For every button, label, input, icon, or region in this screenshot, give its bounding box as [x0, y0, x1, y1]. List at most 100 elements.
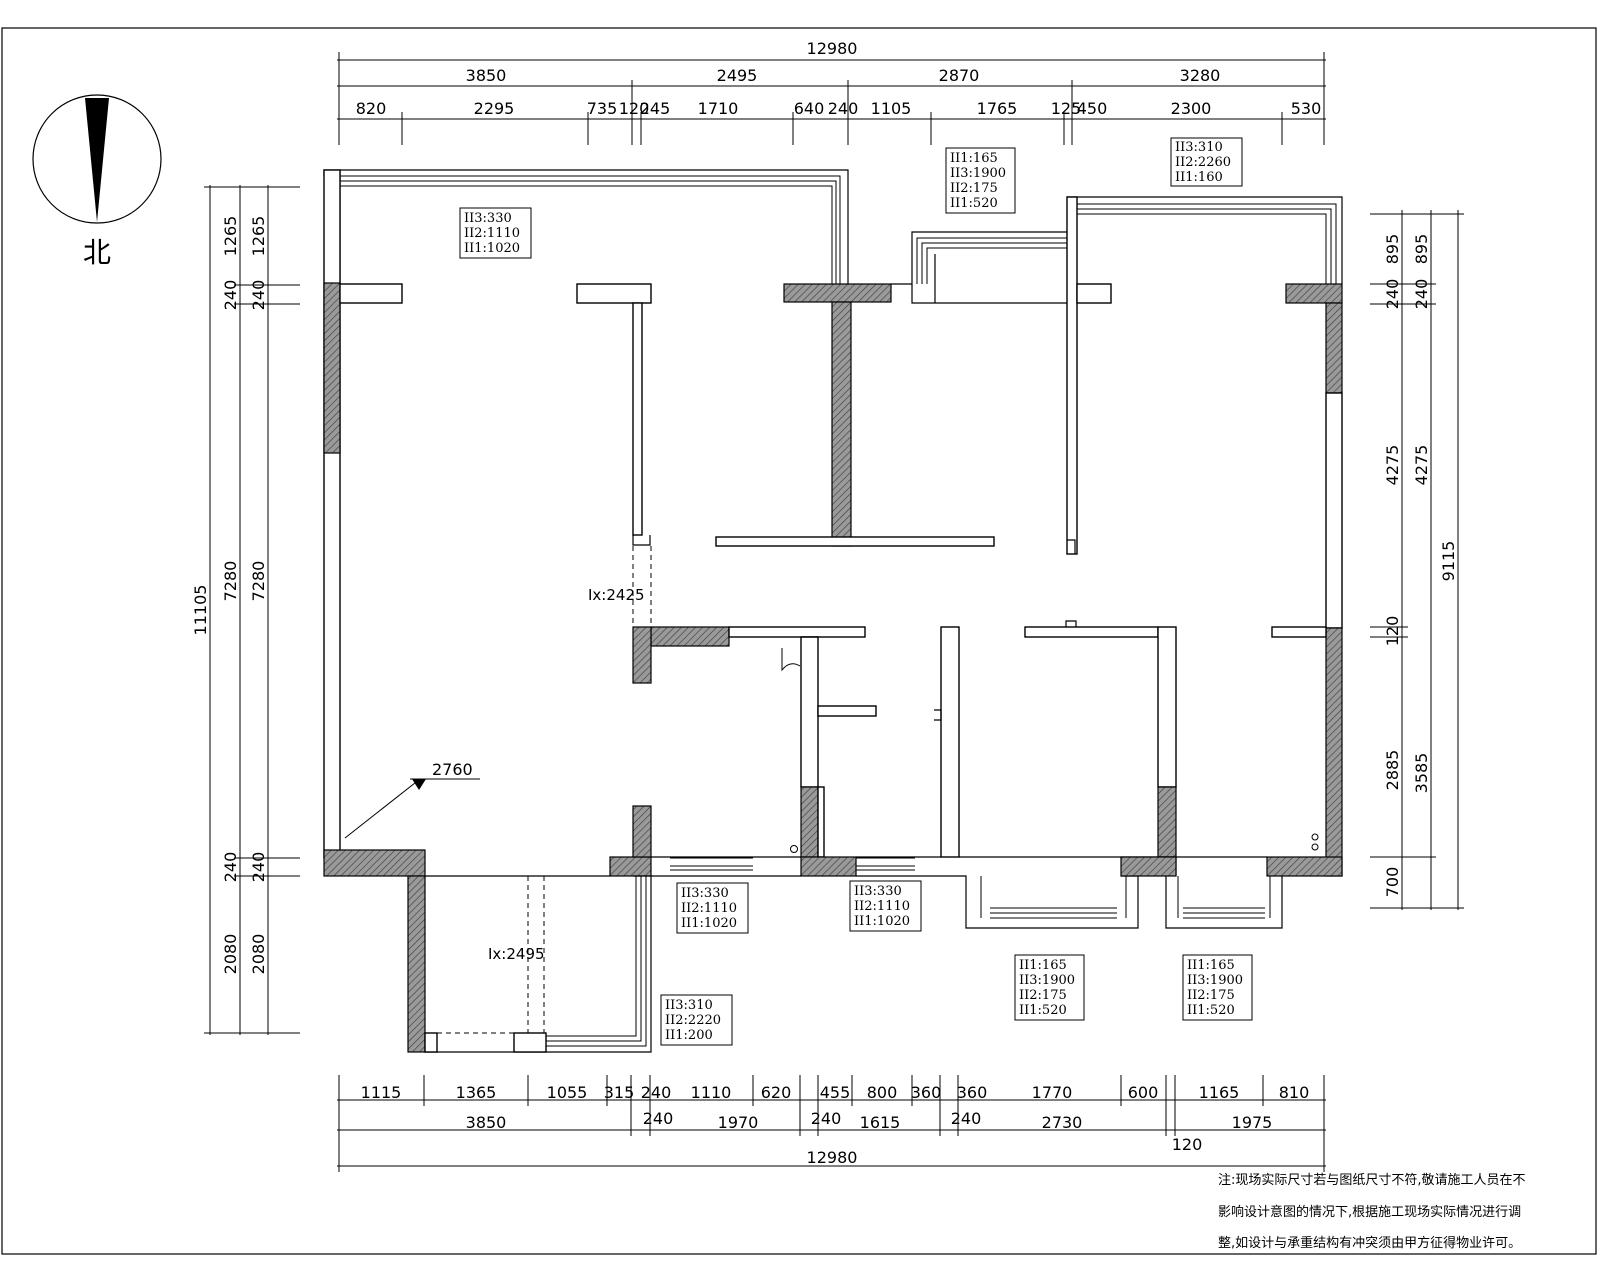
svg-text:II3:1900: II3:1900: [1019, 973, 1075, 988]
dim-top-detail: 240: [828, 99, 859, 118]
svg-text:II1:1020: II1:1020: [854, 914, 910, 929]
dim-top-detail: 735: [587, 99, 618, 118]
north-compass: 北: [32, 94, 162, 269]
dim-bottom-detail: 800: [867, 1083, 898, 1102]
dim-bottom-detail: 360: [911, 1083, 942, 1102]
svg-text:II1:520: II1:520: [1019, 1003, 1067, 1018]
dim-right-a: 700: [1383, 867, 1402, 898]
top-dimensions: 12980 3850 2495 2870 3280 820 2295 735 1…: [337, 39, 1326, 145]
dim-bottom-detail: 1115: [361, 1083, 402, 1102]
dim-top-detail: 120: [619, 99, 650, 118]
window-tag: II1:165 II3:1900 II2:175 II1:520: [1014, 954, 1085, 1021]
dim-left-a: 1265: [221, 216, 240, 257]
window-tag: II3:310 II2:2260 II1:160: [1170, 137, 1243, 187]
dim-bottom-detail: 810: [1279, 1083, 1310, 1102]
dim-bottom-detail: 315: [604, 1083, 635, 1102]
dim-bottom-detail: 240: [641, 1083, 672, 1102]
dim-left-a: 2080: [221, 934, 240, 975]
drawing-frame: [1, 27, 1597, 1255]
note-line: 注:现场实际尺寸若与图纸尺寸不符,敬请施工人员在不: [1218, 1172, 1526, 1188]
dim-bottom-detail: 1770: [1032, 1083, 1073, 1102]
concrete-column: [1325, 627, 1343, 877]
dim-bottom-mid: 1615: [860, 1113, 901, 1132]
dim-top-mid: 2495: [717, 66, 758, 85]
dim-bottom-detail: 620: [761, 1083, 792, 1102]
dim-top-detail: 2300: [1171, 99, 1212, 118]
door-swing: [781, 648, 801, 672]
dim-top-detail: 245: [640, 99, 671, 118]
dim-bottom-total: 12980: [807, 1148, 858, 1167]
dim-right-b: 895: [1412, 234, 1431, 265]
svg-text:II3:330: II3:330: [854, 884, 902, 899]
dim-top-mid: 3280: [1180, 66, 1221, 85]
svg-text:II1:1020: II1:1020: [464, 241, 520, 256]
dim-top-detail: 450: [1077, 99, 1108, 118]
dim-left-a: 240: [221, 280, 240, 311]
dim-bottom-mid: 1970: [718, 1113, 759, 1132]
svg-text:II3:330: II3:330: [681, 886, 729, 901]
dim-left-b: 1265: [249, 216, 268, 257]
svg-text:II1:520: II1:520: [1187, 1003, 1235, 1018]
west-wall: [323, 169, 341, 859]
dim-top-mid: 3850: [466, 66, 507, 85]
dim-right-a: 120: [1383, 616, 1402, 647]
dim-bottom-detail: 1365: [456, 1083, 497, 1102]
dim-bottom-mid: 3850: [466, 1113, 507, 1132]
bottom-dimensions: 1115 1365 1055 315 240 1110 620 455 800 …: [337, 1075, 1326, 1172]
concrete-column: [609, 856, 652, 877]
window-tag: II1:165 II3:1900 II2:175 II1:520: [1182, 954, 1253, 1021]
dim-top-detail: 125: [1051, 99, 1082, 118]
concrete-column: [783, 283, 892, 303]
north-label: 北: [83, 236, 111, 269]
dim-right-a: 2885: [1383, 750, 1402, 791]
concrete-column: [650, 626, 730, 647]
window-tag: II3:330 II2:1110 II1:1020: [676, 882, 749, 934]
dim-right-b: 3585: [1412, 753, 1431, 794]
dim-left-b: 7280: [249, 561, 268, 602]
window-tag: II3:330 II2:1110 II1:1020: [459, 207, 532, 259]
dim-bottom-detail: 455: [820, 1083, 851, 1102]
dim-right-outer: 9115: [1439, 541, 1458, 582]
construction-note: 注:现场实际尺寸若与图纸尺寸不符,敬请施工人员在不 影响设计意图的情况下,根据施…: [1218, 1172, 1526, 1251]
dim-bottom-mid: 1975: [1232, 1113, 1273, 1132]
dim-left-b: 240: [249, 280, 268, 311]
dim-right-a: 240: [1383, 279, 1402, 310]
dim-left-a: 7280: [221, 561, 240, 602]
dim-bottom-mid: 240: [643, 1109, 674, 1128]
svg-text:II2:2260: II2:2260: [1175, 155, 1231, 170]
drain-icon: [1311, 843, 1319, 851]
drain-icon: [1311, 833, 1319, 841]
concrete-column: [800, 856, 857, 877]
concrete-column: [1266, 856, 1343, 877]
dim-bottom-mid: 2730: [1042, 1113, 1083, 1132]
svg-text:II1:165: II1:165: [1019, 958, 1067, 973]
elevation-marker: 2760: [344, 760, 480, 839]
concrete-column: [1325, 302, 1343, 394]
dim-bottom-detail: 1055: [547, 1083, 588, 1102]
compass-circle: [32, 94, 162, 224]
note-line: 整,如设计与承重结构有冲突须由甲方征得物业许可。: [1218, 1235, 1521, 1251]
svg-text:II2:1110: II2:1110: [464, 226, 520, 241]
dim-top-mid: 2870: [939, 66, 980, 85]
svg-text:II2:175: II2:175: [1187, 988, 1235, 1003]
concrete-column: [323, 282, 341, 454]
concrete-column: [323, 849, 426, 877]
dim-bottom-detail: 1165: [1199, 1083, 1240, 1102]
dim-top-detail: 1105: [871, 99, 912, 118]
concrete-column: [1120, 856, 1177, 877]
beam-label: Ix:2425: [588, 586, 645, 604]
drain-icon: [790, 845, 798, 853]
svg-text:II1:160: II1:160: [1175, 170, 1223, 185]
dim-bottom-detail: 600: [1128, 1083, 1159, 1102]
svg-text:II2:1110: II2:1110: [681, 901, 737, 916]
concrete-column: [800, 786, 819, 858]
dim-bottom-mid: 240: [951, 1109, 982, 1128]
north-arrow-icon: [85, 98, 109, 222]
dim-right-a: 895: [1383, 234, 1402, 265]
right-dimensions: 9115 895 240 4275 120 2885 700 895 240 4…: [1370, 210, 1464, 910]
dim-left-b: 2080: [249, 934, 268, 975]
svg-text:II1:520: II1:520: [950, 196, 998, 211]
dim-top-detail: 820: [356, 99, 387, 118]
svg-text:II1:200: II1:200: [665, 1028, 713, 1043]
